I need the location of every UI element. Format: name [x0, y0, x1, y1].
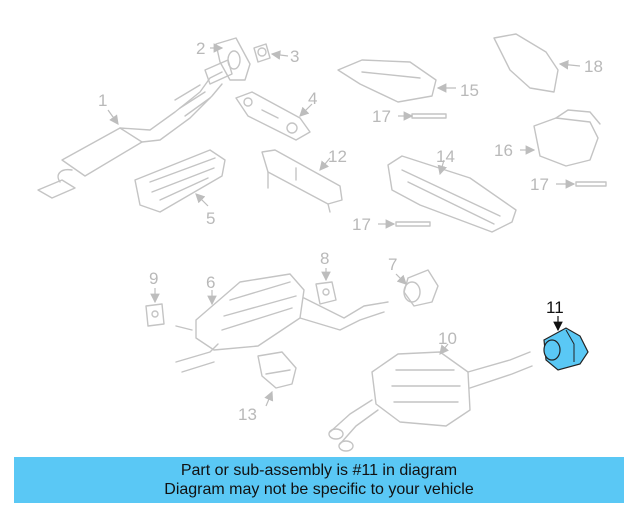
- callout-12: 12: [328, 147, 347, 166]
- callout-3: 3: [290, 47, 299, 66]
- callout-17-b: 17: [530, 175, 549, 194]
- part-18-heat-shield: [493, 33, 559, 93]
- part-11-clamp-highlighted: [543, 327, 589, 371]
- callout-14: 14: [436, 147, 455, 166]
- callout-9: 9: [149, 269, 158, 288]
- part-10-rear-muffler: [328, 351, 533, 452]
- callout-15: 15: [460, 81, 479, 100]
- callout-11: 11: [546, 298, 564, 317]
- part-15-heat-shield: [337, 59, 437, 103]
- part-8-hanger: [315, 281, 337, 305]
- banner-line-1: Part or sub-assembly is #11 in diagram: [180, 462, 458, 479]
- part-6-center-muffler: [175, 273, 389, 373]
- part-7-clamp: [403, 269, 439, 307]
- callout-6: 6: [206, 273, 215, 292]
- part-5-heat-shield: [134, 149, 226, 213]
- callout-4: 4: [308, 89, 317, 108]
- callout-16: 16: [494, 141, 513, 160]
- callout-13: 13: [238, 405, 257, 424]
- part-17-clips: [395, 113, 607, 227]
- info-banner: Part or sub-assembly is #11 in diagram D…: [14, 457, 624, 503]
- part-13-bracket: [257, 351, 297, 389]
- callout-10: 10: [438, 329, 457, 348]
- part-3-nut: [253, 43, 271, 63]
- part-4-bracket: [235, 91, 311, 141]
- leader-lines: [107, 43, 581, 407]
- part-16-bracket: [533, 109, 601, 167]
- part-9-hanger: [145, 303, 165, 327]
- callout-2: 2: [196, 39, 205, 58]
- part-14-heat-shield: [387, 155, 517, 233]
- parts-diagram: 1 2 3 4 5 6 7 8 9 10 11 12 13 14 15 16 1…: [37, 33, 607, 452]
- part-12-bracket: [261, 149, 343, 213]
- callout-7: 7: [388, 255, 397, 274]
- part-1-catalytic-converter: [37, 59, 233, 199]
- banner-line-2: Diagram may not be specific to your vehi…: [164, 481, 474, 498]
- callout-5: 5: [206, 209, 215, 228]
- callout-18: 18: [584, 57, 603, 76]
- callout-8: 8: [320, 249, 329, 268]
- callout-17-a: 17: [372, 107, 391, 126]
- callout-labels: 1 2 3 4 5 6 7 8 9 10 11 12 13 14 15 16 1…: [98, 39, 603, 424]
- callout-17-c: 17: [352, 215, 371, 234]
- callout-1: 1: [98, 91, 107, 110]
- part-2-gasket: [215, 37, 251, 81]
